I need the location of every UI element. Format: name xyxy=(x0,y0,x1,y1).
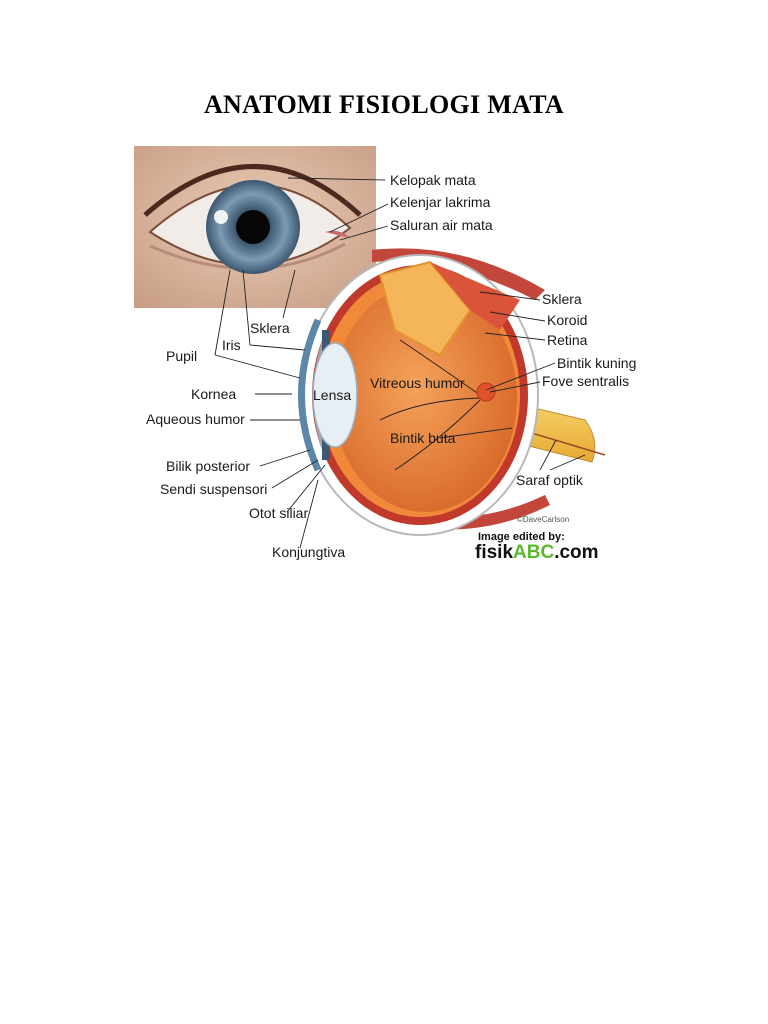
brand-prefix: fisik xyxy=(475,542,513,563)
label-sklera-right: Sklera xyxy=(542,291,582,307)
label-kelenjar-lakrima: Kelenjar lakrima xyxy=(390,194,491,210)
credit-text: ©DaveCarlson xyxy=(517,515,569,524)
label-sklera-left: Sklera xyxy=(250,320,290,336)
edited-by-text: Image edited by: xyxy=(478,531,565,543)
label-konjungtiva: Konjungtiva xyxy=(272,544,345,560)
label-retina: Retina xyxy=(547,332,588,348)
eye-cross-section xyxy=(298,248,606,536)
label-fove-sentralis: Fove sentralis xyxy=(542,373,629,389)
label-kelopak-mata: Kelopak mata xyxy=(390,172,476,188)
label-kornea: Kornea xyxy=(191,386,236,402)
eye-photo xyxy=(134,146,376,308)
label-vitreous-humor: Vitreous humor xyxy=(370,375,465,391)
leader-lines xyxy=(214,177,586,549)
label-sendi-suspensori: Sendi suspensori xyxy=(160,481,267,497)
brand-highlight: ABC xyxy=(513,542,554,563)
label-lensa: Lensa xyxy=(313,387,351,403)
page-title: ANATOMI FISIOLOGI MATA xyxy=(203,90,565,119)
label-saraf-optik: Saraf optik xyxy=(516,472,584,488)
pupil-photo xyxy=(236,210,270,244)
brand-logo: fisikABC.com xyxy=(475,542,599,563)
label-koroid: Koroid xyxy=(547,312,587,328)
label-otot-siliar: Otot siliar xyxy=(249,505,308,521)
label-saluran-air-mata: Saluran air mata xyxy=(390,217,493,233)
label-bintik-kuning: Bintik kuning xyxy=(557,355,636,371)
label-pupil: Pupil xyxy=(166,348,197,364)
label-bintik-buta: Bintik buta xyxy=(390,430,456,446)
label-aqueous-humor: Aqueous humor xyxy=(146,411,245,427)
brand-suffix: .com xyxy=(554,542,598,563)
lens-shape xyxy=(312,342,358,448)
label-iris: Iris xyxy=(222,337,241,353)
label-bilik-posterior: Bilik posterior xyxy=(166,458,250,474)
